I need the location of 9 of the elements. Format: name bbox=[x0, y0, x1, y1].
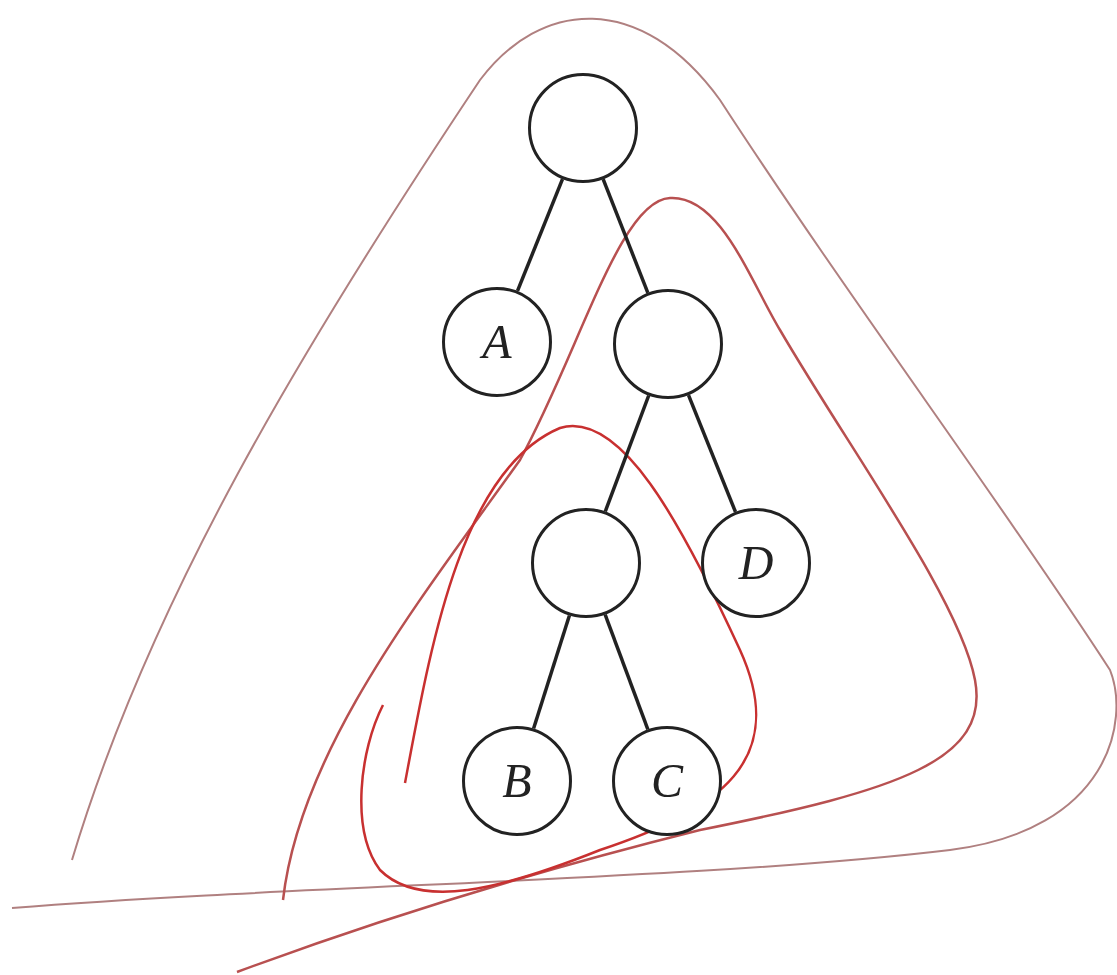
tree-edge bbox=[686, 394, 738, 513]
tree-edge bbox=[531, 614, 572, 730]
node-label: C bbox=[651, 757, 683, 805]
tree-edge bbox=[601, 178, 650, 294]
node-label: B bbox=[502, 757, 532, 805]
tree-edge bbox=[603, 613, 650, 731]
node-label: D bbox=[738, 539, 774, 587]
tree-edge bbox=[603, 394, 651, 513]
tree-edge bbox=[515, 178, 565, 292]
